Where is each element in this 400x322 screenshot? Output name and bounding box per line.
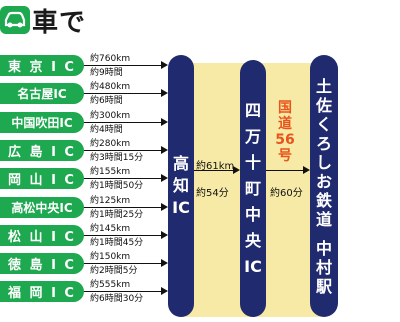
destination-char: 駅 xyxy=(315,276,332,296)
origin-distance: 約155km xyxy=(90,167,131,178)
origin-arrow xyxy=(84,145,168,154)
origin-arrow xyxy=(84,174,168,183)
shimanto-char: 中 xyxy=(244,204,261,224)
origin-distance: 約280km xyxy=(90,138,131,149)
car-icon xyxy=(0,6,30,34)
origin-distance: 約555km xyxy=(90,280,131,291)
destination-char: 村 xyxy=(315,257,332,277)
origin-ic-label: 広 島 I C xyxy=(0,139,84,161)
shimanto-char: 万 xyxy=(244,126,261,146)
origin-ic-label: 岡 山 I C xyxy=(0,168,84,190)
shimanto-char: 町 xyxy=(244,178,261,198)
origin-arrow xyxy=(84,61,168,69)
origin-distance: 約125km xyxy=(90,195,131,206)
origin-distance: 約760km xyxy=(90,54,131,64)
origin-ic-label: 高松中央IC xyxy=(0,196,84,218)
destination-char: 鉄 xyxy=(315,190,332,210)
origin-arrow xyxy=(84,259,168,268)
destination-char: 土 xyxy=(315,76,332,96)
route-char: 56 xyxy=(275,132,295,148)
origin-time: 約1時間45分 xyxy=(90,237,144,248)
destination-char: 道 xyxy=(315,209,332,229)
kochi-ic-node: 高 知 IC xyxy=(168,55,194,317)
origin-ic-label: 中国吹田IC xyxy=(0,111,84,133)
header: 車で xyxy=(0,4,87,38)
origin-arrow xyxy=(84,202,168,211)
origin-ic-label: 福 岡 I C xyxy=(0,281,84,303)
leg1-distance: 約61km xyxy=(196,161,235,172)
route-56-label: 国 道 56 号 xyxy=(275,100,295,164)
origin-time: 約1時間50分 xyxy=(90,181,144,192)
route-char: 号 xyxy=(278,148,292,164)
kochi-ic-char: 高 xyxy=(172,154,189,173)
shimanto-char: 央 xyxy=(244,230,261,250)
kochi-ic-char: IC xyxy=(172,198,190,217)
origin-ic-label: 東 京 I C xyxy=(0,55,84,76)
leg2-time: 約60分 xyxy=(270,188,303,199)
origin-arrow xyxy=(84,89,168,98)
shimanto-char: 十 xyxy=(244,152,261,172)
origin-ic-label: 徳 島 I C xyxy=(0,253,84,275)
destination-char: 佐 xyxy=(315,95,332,115)
origin-ic-label: 名古屋IC xyxy=(0,83,84,105)
origin-time: 約1時間25分 xyxy=(90,209,144,220)
leg1-time: 約54分 xyxy=(196,188,229,199)
destination-char: く xyxy=(315,114,332,134)
destination-char: ろ xyxy=(315,133,332,153)
destination-char: お xyxy=(315,171,332,191)
origin-arrow xyxy=(84,117,168,126)
origin-distance: 約145km xyxy=(90,223,131,234)
origin-time: 約6時間30分 xyxy=(90,294,144,305)
shimanto-ic-node: 四 万 十 町 中 央 IC xyxy=(240,60,266,317)
origin-ic-label: 松 山 I C xyxy=(0,224,84,246)
page-title: 車で xyxy=(32,7,87,38)
origin-time: 約9時間 xyxy=(90,68,123,78)
kochi-ic-char: 知 xyxy=(172,176,189,195)
shimanto-char: 四 xyxy=(244,100,261,120)
origin-arrow xyxy=(84,287,168,296)
origin-arrow xyxy=(84,230,168,239)
origin-time: 約2時間5分 xyxy=(90,266,138,277)
nakamura-station-node: 土 佐 く ろ し お 鉄 道 中 村 駅 xyxy=(310,55,338,317)
route-char: 国 xyxy=(278,100,292,116)
leg2-arrow xyxy=(266,166,310,174)
origin-distance: 約300km xyxy=(90,110,131,121)
destination-char: し xyxy=(315,152,332,172)
origin-time: 約6時間 xyxy=(90,96,123,107)
origin-time: 約4時間 xyxy=(90,124,123,135)
origin-time: 約3時間15分 xyxy=(90,152,144,163)
leg1-arrow xyxy=(194,166,240,174)
shimanto-char: IC xyxy=(244,256,262,276)
origin-distance: 約150km xyxy=(90,252,131,263)
route-char: 道 xyxy=(278,116,292,132)
destination-char: 中 xyxy=(315,238,332,258)
origin-distance: 約480km xyxy=(90,82,131,93)
